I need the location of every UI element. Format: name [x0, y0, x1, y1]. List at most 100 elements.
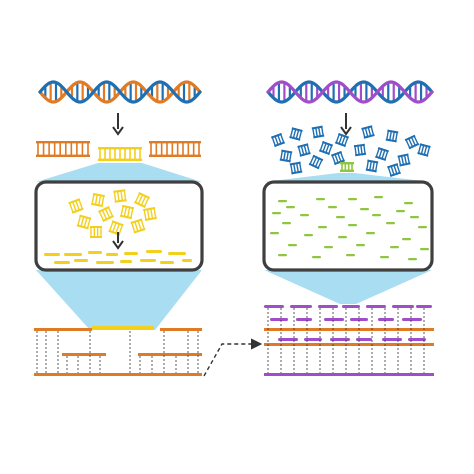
frag-rung [276, 134, 282, 145]
short-read-icon [356, 338, 372, 341]
short-read-icon [342, 305, 360, 308]
frag-rung [116, 190, 120, 203]
frag-top [98, 206, 110, 213]
frag-bottom [308, 162, 320, 170]
frag-rung [388, 130, 393, 142]
short-read-icon [146, 250, 162, 253]
frag-rung [311, 127, 316, 139]
frag-rung [153, 207, 157, 220]
frag-rung [108, 220, 115, 233]
dna-fragment-icon [134, 192, 150, 208]
ladder-rung [198, 141, 200, 157]
frag-bottom [365, 168, 377, 173]
frag-rung [93, 226, 96, 238]
frag-rung [378, 148, 383, 159]
dna-fragment-icon [98, 206, 114, 222]
frag-rung [86, 217, 92, 230]
short-read-icon [378, 318, 394, 321]
frag-rung [76, 214, 82, 227]
short-read-icon [300, 214, 309, 217]
short-read-icon [282, 222, 291, 225]
ladder-rung [150, 141, 152, 157]
frag-top [330, 150, 342, 157]
ladder-bottom [149, 154, 201, 157]
orange-fragment [36, 141, 90, 157]
short-read-icon [316, 198, 325, 201]
arrow-head [340, 126, 352, 136]
ladder-rung [124, 147, 126, 161]
frag-top [387, 163, 399, 169]
frag-bottom [318, 149, 330, 156]
frag-top [338, 132, 350, 139]
ladder-rung [64, 141, 67, 157]
frag-rung [395, 163, 401, 175]
frag-top [113, 189, 126, 193]
frag-rung [393, 164, 398, 175]
frag-bottom [102, 215, 114, 222]
short-read-icon [410, 216, 419, 219]
output-band [92, 326, 154, 330]
short-read-icon [390, 246, 399, 249]
frag-rung [96, 226, 99, 238]
short-read-icon [346, 254, 355, 257]
frag-bottom [389, 171, 401, 177]
frag-top [377, 147, 389, 153]
frag-rung [80, 215, 85, 228]
double-helix-icon [266, 80, 434, 104]
ladder-top [36, 141, 90, 144]
frag-rung [314, 157, 321, 168]
frag-rung [98, 210, 105, 222]
dna-fragment-icon [279, 149, 293, 163]
short-read-icon [366, 232, 375, 235]
ladder-rung [59, 141, 62, 157]
frag-rung [365, 159, 370, 171]
frag-rung [149, 207, 154, 220]
input-funnel [36, 163, 202, 182]
frag-top [270, 132, 282, 139]
frag-rung [406, 153, 411, 165]
frag-rung [394, 131, 399, 143]
short-read-icon [404, 202, 413, 205]
ladder-rung [182, 141, 184, 157]
frag-top [297, 143, 309, 149]
short-read-icon [324, 246, 333, 249]
frag-rung [320, 125, 325, 137]
frag-rung [339, 151, 345, 162]
frag-rung [282, 150, 287, 162]
short-read-icon [420, 248, 429, 251]
short-read-icon [348, 198, 357, 201]
input-funnel [264, 173, 432, 182]
short-read-icon [396, 210, 405, 213]
ladder-rung [87, 141, 89, 157]
dna-fragment-icon [90, 226, 102, 238]
short-read-icon [160, 261, 174, 264]
ladder-rung [76, 141, 78, 157]
frag-top [79, 214, 92, 220]
dna-fragment-icon [330, 150, 346, 166]
dna-fragment-icon [361, 125, 375, 139]
frag-top [289, 161, 301, 166]
frag-rung [297, 145, 302, 157]
frag-bottom [114, 199, 127, 203]
dna-fragment-icon [417, 143, 431, 157]
short-read-icon [360, 208, 369, 211]
ladder-rung [344, 162, 347, 172]
ladder-rung [129, 147, 131, 161]
dna-fragment-icon [334, 132, 350, 148]
short-read-icon [402, 238, 411, 241]
short-read-icon [382, 338, 402, 341]
short-read-icon [380, 256, 389, 259]
frag-rung [404, 138, 411, 150]
frag-bottom [355, 152, 367, 157]
frag-top [143, 207, 156, 212]
ladder-rung [347, 162, 350, 172]
frag-rung [101, 194, 105, 207]
arrow-down-icon [112, 232, 124, 250]
short-read-icon [356, 244, 365, 247]
frag-rung [140, 218, 146, 231]
frag-rung [423, 144, 428, 156]
connector-layer [203, 338, 263, 377]
frag-top [121, 204, 135, 210]
short-read-icon [278, 254, 287, 257]
short-read-icon [304, 338, 322, 341]
